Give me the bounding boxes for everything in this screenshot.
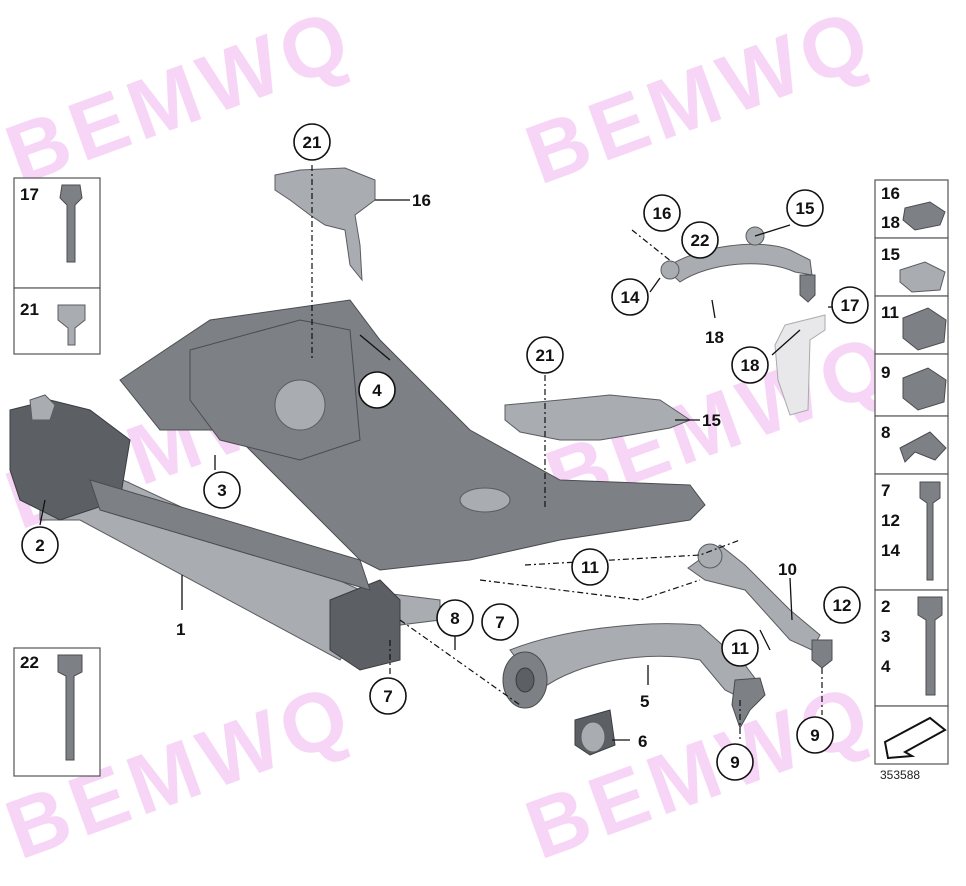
callout-number: 15 bbox=[796, 199, 815, 218]
callout-number: 11 bbox=[581, 558, 599, 577]
label-5: 5 bbox=[640, 692, 649, 711]
bolt-icon bbox=[917, 596, 943, 696]
callout-c12: 12 bbox=[823, 586, 861, 624]
label-1: 1 bbox=[176, 620, 185, 639]
panel-label: 17 bbox=[20, 185, 39, 204]
nut-icon bbox=[899, 261, 946, 293]
clip-icon bbox=[899, 431, 947, 463]
callout-number: 7 bbox=[495, 613, 504, 632]
panel-label: 2 bbox=[881, 597, 890, 616]
callout-c4: 4 bbox=[358, 371, 396, 409]
callout-c3: 3 bbox=[203, 471, 241, 509]
panel-screw-21 bbox=[13, 287, 101, 355]
heat-shield-lower bbox=[504, 394, 692, 441]
callout-number: 8 bbox=[450, 609, 459, 628]
bracket-part bbox=[774, 314, 826, 416]
panel-bolt-17 bbox=[13, 177, 101, 289]
callout-number: 7 bbox=[383, 687, 392, 706]
panel-label: 22 bbox=[20, 653, 39, 672]
callout-number: 16 bbox=[653, 204, 672, 223]
thrust-rod bbox=[687, 543, 833, 669]
panel-label: 3 bbox=[881, 627, 890, 646]
label-10: 10 bbox=[778, 560, 797, 579]
callout-number: 12 bbox=[833, 596, 852, 615]
label-13: 18 bbox=[705, 328, 724, 347]
rubber-mount bbox=[574, 709, 616, 756]
front-axle-subframe bbox=[9, 299, 706, 671]
right-hardware-panels: 16 18 15 11 9 8 7 12 14 2 3 4 bbox=[874, 179, 949, 765]
panel-label: 11 bbox=[881, 303, 899, 322]
bolt-icon bbox=[59, 184, 83, 263]
callout-number: 2 bbox=[35, 536, 44, 555]
callout-number: 14 bbox=[621, 288, 640, 307]
bolt-icon bbox=[57, 654, 83, 761]
panel-label: 7 bbox=[881, 481, 890, 500]
screw-icon bbox=[57, 304, 86, 346]
callout-c21b: 21 bbox=[526, 336, 564, 374]
callout-number: 11 bbox=[731, 639, 749, 658]
callout-number: 3 bbox=[217, 481, 226, 500]
callout-c2: 2 bbox=[21, 526, 59, 564]
panel-label: 4 bbox=[881, 657, 891, 676]
callout-c17: 17 bbox=[831, 286, 869, 324]
callout-number: 4 bbox=[372, 381, 382, 400]
callout-c9a: 9 bbox=[716, 743, 754, 781]
panel-label: 8 bbox=[881, 423, 890, 442]
callout-number: 18 bbox=[741, 356, 760, 375]
callout-c21a: 21 bbox=[293, 123, 331, 161]
panel-label: 9 bbox=[881, 363, 890, 382]
panel-label: 15 bbox=[881, 245, 900, 264]
watermark-text: BEMWQ bbox=[514, 0, 886, 202]
callout-c22: 22 bbox=[681, 221, 719, 259]
label-20: 16 bbox=[412, 191, 431, 210]
label-6: 6 bbox=[638, 732, 647, 751]
callout-number: 9 bbox=[810, 726, 819, 745]
panel-label: 14 bbox=[881, 541, 900, 560]
left-hardware-panels: 17 21 22 bbox=[13, 177, 101, 777]
arrow-icon bbox=[883, 716, 947, 760]
nut-icon bbox=[902, 201, 946, 231]
callout-number: 9 bbox=[730, 753, 739, 772]
callout-c8: 8 bbox=[436, 599, 474, 637]
nut-icon bbox=[902, 307, 947, 351]
panel-label: 12 bbox=[881, 511, 900, 530]
callout-c16: 16 bbox=[643, 194, 681, 232]
wishbone bbox=[502, 623, 766, 730]
label-19: 15 bbox=[702, 411, 721, 430]
bolt-icon bbox=[919, 481, 941, 581]
callout-c11b: 11 bbox=[721, 629, 759, 667]
callout-number: 22 bbox=[691, 231, 710, 250]
nut-icon bbox=[902, 367, 947, 411]
callout-c7b: 7 bbox=[481, 603, 519, 641]
watermark-text: BEMWQ bbox=[514, 665, 886, 877]
heat-shield-upper bbox=[274, 167, 376, 282]
callout-c18: 18 bbox=[731, 346, 769, 384]
panel-bolt-22 bbox=[13, 647, 101, 777]
callout-c15: 15 bbox=[786, 189, 824, 227]
reference-number: 353588 bbox=[880, 768, 920, 782]
plain-labels: 16 15 1 18 10 5 6 bbox=[176, 191, 797, 751]
panel-label: 18 bbox=[881, 213, 900, 232]
callout-number: 17 bbox=[841, 296, 860, 315]
callout-number: 21 bbox=[303, 133, 322, 152]
panel-label: 21 bbox=[20, 300, 39, 319]
panel-label: 16 bbox=[881, 184, 900, 203]
callout-number: 21 bbox=[536, 346, 555, 365]
callout-c9b: 9 bbox=[796, 716, 834, 754]
callout-c11a: 11 bbox=[571, 548, 609, 586]
callout-c7a: 7 bbox=[369, 677, 407, 715]
callout-c14: 14 bbox=[611, 278, 649, 316]
